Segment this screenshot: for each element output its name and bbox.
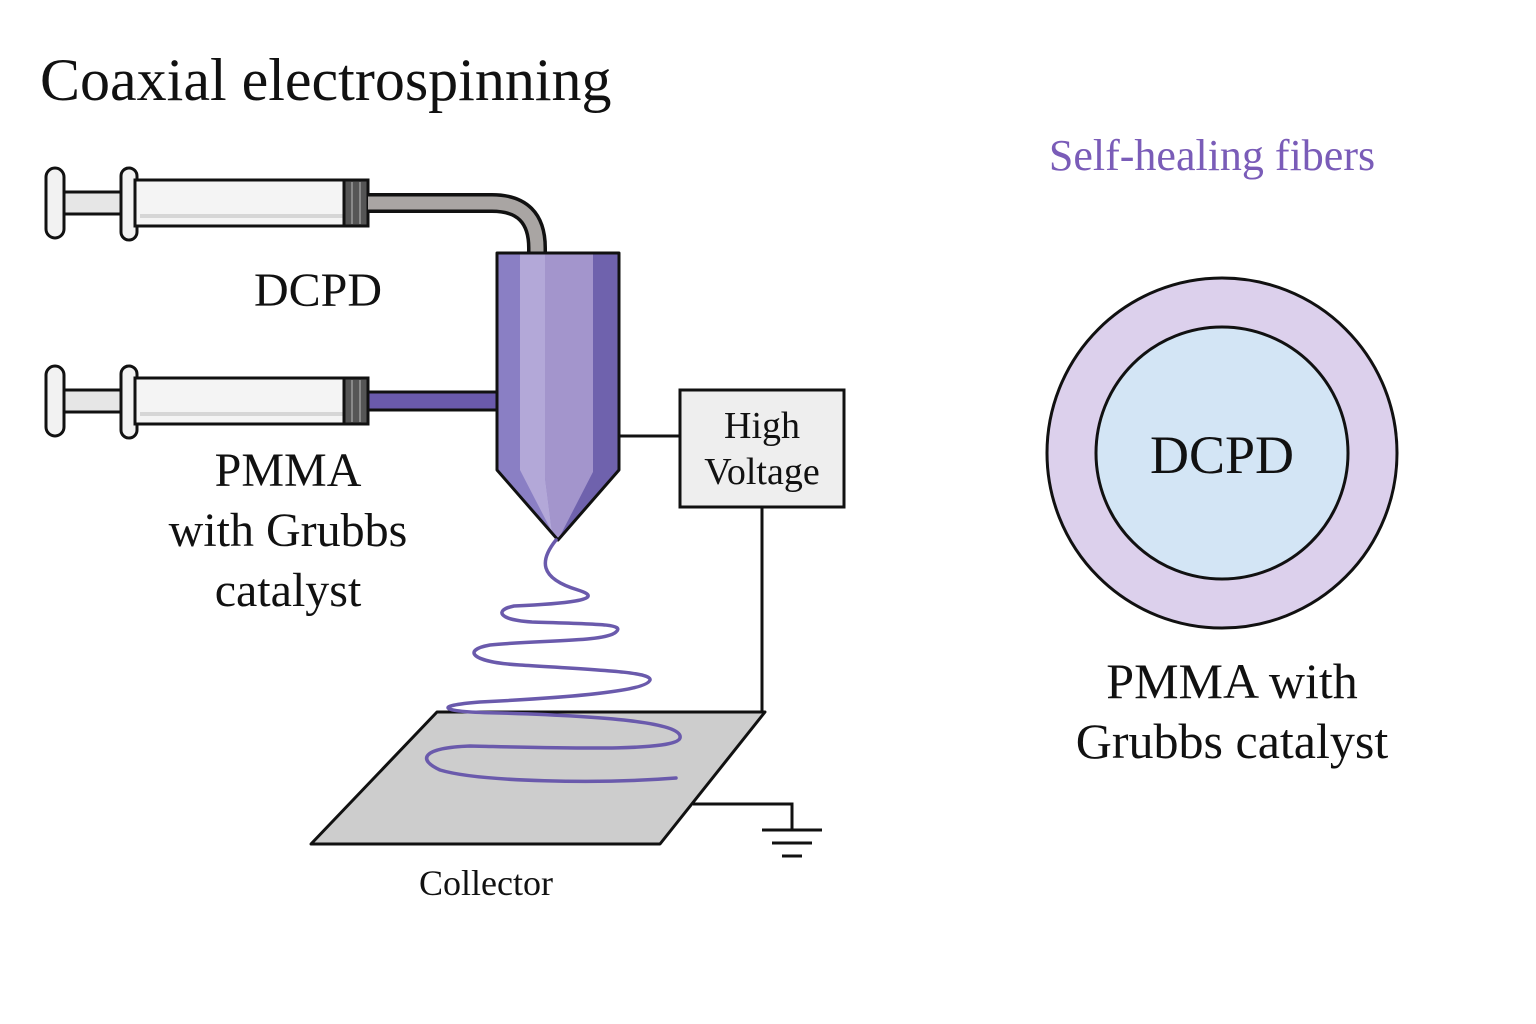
shell-syringe-label-line1: PMMA	[215, 444, 362, 497]
fiber-core-label: DCPD	[1150, 425, 1294, 485]
shell-feed-tube	[366, 390, 500, 412]
diagram-title: Coaxial electrospinning	[40, 47, 612, 113]
coaxial-nozzle	[495, 251, 621, 542]
high-voltage-supply	[678, 388, 846, 509]
fiber-section-heading: Self-healing fibers	[1049, 131, 1375, 180]
collector-plate	[309, 710, 767, 846]
collector-label: Collector	[419, 863, 553, 903]
ground-symbol-icon	[693, 802, 822, 858]
shell-syringe-label-line3: catalyst	[215, 564, 362, 617]
fiber-core	[1094, 325, 1350, 581]
high-voltage-label-line1: High	[724, 405, 800, 447]
shell-syringe-label-line2: with Grubbs	[169, 504, 408, 557]
core-syringe-icon	[44, 166, 370, 242]
high-voltage-label-line2: Voltage	[704, 451, 819, 493]
shell-syringe-icon	[44, 364, 370, 440]
core-syringe-label: DCPD	[254, 264, 382, 317]
electrospun-fiber-jet	[424, 538, 682, 784]
fiber-shell-label-line2: Grubbs catalyst	[1076, 713, 1389, 769]
fiber-shell-label-line1: PMMA with	[1106, 653, 1357, 709]
